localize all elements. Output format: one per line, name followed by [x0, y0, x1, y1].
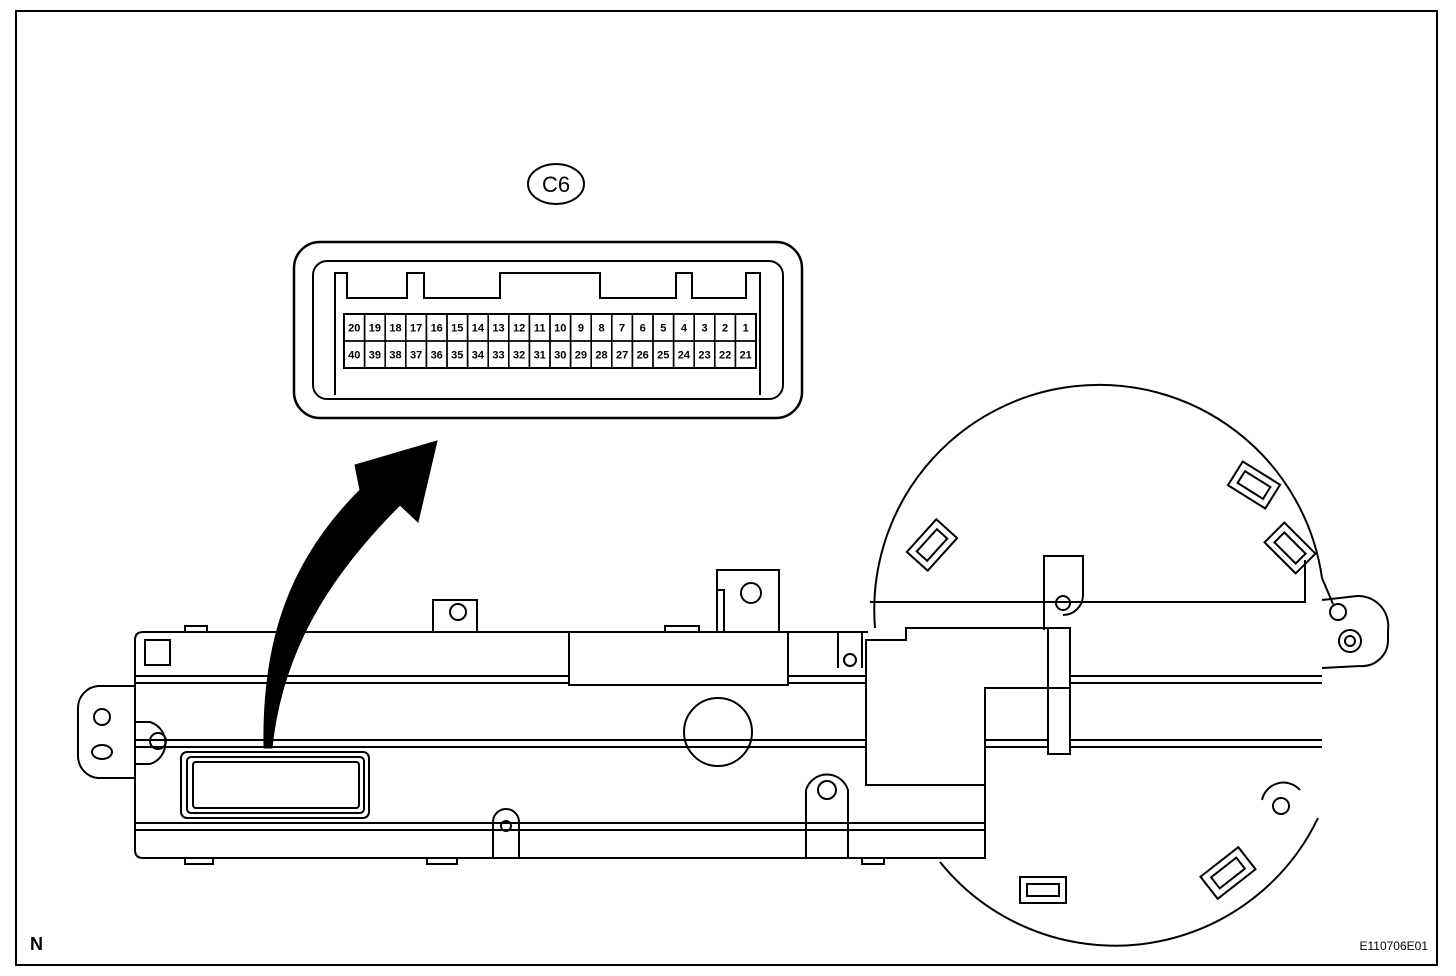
clip-upper-right [1263, 521, 1317, 575]
pin-label: 39 [369, 350, 381, 362]
pin-label: 15 [451, 323, 463, 335]
pin-label: 40 [348, 350, 360, 362]
pin-label: 7 [619, 323, 625, 335]
clip-upper-left [905, 517, 959, 573]
pin-label: 9 [578, 323, 584, 335]
connector-housing [292, 240, 804, 420]
pin-label: 33 [492, 350, 504, 362]
pin-label: 23 [698, 350, 710, 362]
pin-label: 17 [410, 323, 422, 335]
pin-label: 3 [701, 323, 707, 335]
pin-label: 12 [513, 323, 525, 335]
pin-label: 6 [640, 323, 646, 335]
clip-top [1226, 460, 1282, 510]
pin-label: 37 [410, 350, 422, 362]
pin-label: 13 [492, 323, 504, 335]
meter-body [76, 569, 1322, 865]
pin-label: 25 [657, 350, 669, 362]
pin-label: 27 [616, 350, 628, 362]
corner-label: N [30, 934, 43, 954]
connector-label: C6 [527, 163, 585, 205]
pin-label: 30 [554, 350, 566, 362]
figure-code: E110706E01 [1359, 939, 1428, 953]
pin-label: 2 [722, 323, 728, 335]
pointer-arrow [263, 440, 438, 749]
pin-label: 24 [678, 350, 691, 362]
pin-label: 10 [554, 323, 566, 335]
diagram-frame [15, 10, 1438, 966]
clip-lower-right [1199, 845, 1257, 901]
pin-label: 20 [348, 323, 360, 335]
connector-label-text: C6 [542, 172, 570, 197]
pin-label: 35 [451, 350, 463, 362]
clip-bottom [1019, 876, 1067, 904]
pin-label: 5 [660, 323, 666, 335]
pin-label: 36 [431, 350, 443, 362]
pin-label: 11 [534, 323, 546, 335]
pin-label: 16 [431, 323, 443, 335]
pin-label: 28 [595, 350, 607, 362]
pin-label: 14 [472, 323, 485, 335]
pin-label: 38 [389, 350, 401, 362]
pin-label: 26 [637, 350, 649, 362]
pin-label: 21 [740, 350, 752, 362]
pin-label: 34 [472, 350, 485, 362]
pin-label: 31 [534, 350, 546, 362]
pin-label: 4 [681, 323, 688, 335]
pin-label: 22 [719, 350, 731, 362]
pin-label: 8 [598, 323, 604, 335]
pin-label: 19 [369, 323, 381, 335]
pin-cell [734, 340, 757, 369]
pin-label: 1 [743, 323, 749, 335]
pin-label: 18 [389, 323, 401, 335]
pin-label: 29 [575, 350, 587, 362]
gauge-housing [870, 383, 1390, 947]
pin-label: 32 [513, 350, 525, 362]
